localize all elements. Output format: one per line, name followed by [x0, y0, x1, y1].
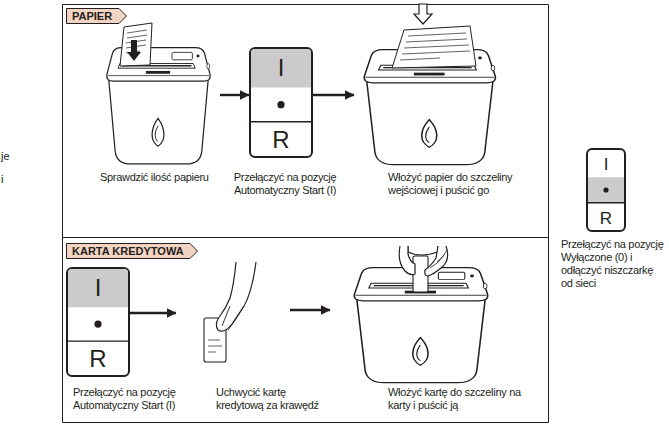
hand-holding-card [204, 262, 256, 362]
shredder-insert-paper [408, 33, 466, 36]
shredder-insert-card [408, 246, 438, 255]
switch-icon: IRPrzełączyć na pozycję Automatyczny Sta… [66, 267, 130, 377]
hand-holding-card [208, 352, 216, 353]
shredder-check-paper [127, 40, 141, 61]
flow-arrow [220, 94, 249, 96]
shredder-insert-paper [364, 4, 495, 165]
shredder-insert-paper [414, 4, 432, 24]
switch-divider [251, 121, 311, 122]
shredder-insert-paper [406, 39, 467, 42]
shredder-insert-card [399, 246, 415, 275]
switch-position: I [68, 276, 128, 300]
step-panel: Uchwycić kartę kredytową za krawędź [176, 258, 290, 370]
step-caption: Uchwycić kartę kredytową za krawędź [216, 386, 332, 412]
flow-arrow [130, 312, 176, 314]
cropped-text: je [1, 150, 10, 163]
cropped-text: i [1, 173, 3, 186]
switch-icon: IRPrzełączyć na pozycję Automatyczny Sta… [249, 47, 313, 158]
step-caption: Przełączyć na pozycję Automatyczny Start… [73, 386, 203, 412]
shredder-insert-paper [400, 33, 470, 60]
section-title: KARTA KREDYTOWA [66, 243, 184, 259]
flow-arrow [290, 309, 330, 311]
flow-arrow [313, 94, 354, 96]
shredder-insert-paper [404, 45, 469, 48]
step-caption: Przełączyć na pozycję Automatyczny Start… [217, 171, 353, 197]
frame [63, 5, 549, 423]
hand-holding-card [222, 306, 230, 326]
section-title: PAPIER [66, 8, 113, 24]
switch-position: R [588, 210, 624, 227]
switch-divider [68, 340, 128, 341]
switch-divider [588, 202, 624, 203]
switch-band [68, 269, 128, 307]
shredder-insert-card [437, 250, 447, 262]
shredder-check-paper [120, 23, 152, 66]
hand-holding-card [208, 346, 222, 347]
shredder-check-paper [107, 23, 210, 164]
shredder-insert-card [425, 246, 448, 276]
tab-outline [67, 244, 198, 259]
step-panel: Sprawdzić ilość papieru [96, 26, 220, 166]
switch-dot [94, 321, 101, 328]
hand-holding-card [228, 306, 244, 330]
shredder-check-paper [127, 30, 147, 33]
section-tab: KARTA KREDYTOWA [66, 243, 198, 259]
step-panel: Włożyć papier do szczeliny wejściowej i … [354, 14, 504, 164]
switch-position: I [588, 156, 624, 173]
switch-dot [277, 101, 284, 108]
switch-position: R [251, 128, 311, 152]
switch-band [588, 177, 624, 203]
switch-position: R [68, 347, 128, 371]
switch-dot [603, 187, 608, 192]
section-tab: PAPIER [66, 8, 127, 24]
switch-position: I [251, 56, 311, 80]
frame [63, 5, 549, 423]
connector-layer [130, 95, 354, 313]
shredder-insert-paper [400, 58, 440, 60]
step-panel: Włożyć kartę do szczeliny na karty i puś… [330, 244, 505, 382]
hand-holding-card [216, 262, 256, 331]
shredder-insert-card [354, 246, 487, 383]
hand-holding-card [208, 340, 220, 341]
switch-band [251, 49, 311, 88]
shredder-check-paper [127, 35, 147, 38]
step-caption: Włożyć papier do szczeliny wejściowej i … [388, 171, 516, 197]
step-caption: Włożyć kartę do szczeliny na karty i puś… [388, 386, 530, 412]
tab-outline [67, 9, 127, 24]
switch-icon: IRPrzełączyć na pozycję Wyłączone (0) i … [586, 148, 626, 232]
step-caption: Przełączyć na pozycję Wyłączone (0) i od… [561, 238, 666, 290]
shredder-insert-paper [392, 26, 476, 68]
hand-holding-card [208, 340, 222, 352]
step-caption: Sprawdzić ilość papieru [100, 171, 225, 184]
shredder-insert-paper [402, 51, 470, 54]
shredder-insert-card [430, 255, 444, 268]
frame [63, 237, 549, 238]
